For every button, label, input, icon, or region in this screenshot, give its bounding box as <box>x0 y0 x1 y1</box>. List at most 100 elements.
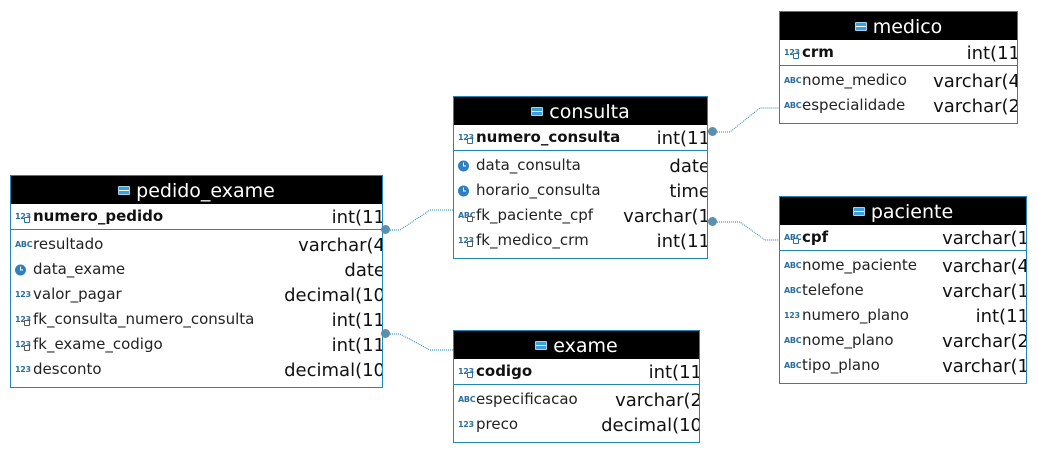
entity-consulta[interactable]: consulta 123 numero_consulta int(11 data… <box>453 96 708 259</box>
column-name: especificacao <box>476 390 578 408</box>
text-type-icon: ABC <box>458 210 476 222</box>
column-name: numero_pedido <box>33 207 164 225</box>
entity-title: consulta <box>549 101 630 123</box>
connector-dot[interactable] <box>708 127 717 136</box>
link-consulta-medico <box>713 107 780 133</box>
column-name: data_consulta <box>476 156 581 174</box>
column-type: int(11 <box>966 43 1018 64</box>
column-name: fk_paciente_cpf <box>476 206 593 224</box>
column-type: varchar(4 <box>933 71 1018 92</box>
column-name: cpf <box>802 228 829 246</box>
column-name: desconto <box>33 360 102 378</box>
column-type: varchar(4 <box>298 235 383 256</box>
column-type: int(11 <box>975 306 1027 327</box>
column-row[interactable]: data_consulta date <box>454 153 707 178</box>
column-name: telefone <box>802 281 864 299</box>
column-type: time <box>669 181 708 202</box>
column-name: crm <box>802 43 834 61</box>
column-type: varchar(1 <box>942 228 1027 249</box>
column-type: int(11 <box>331 207 383 228</box>
entity-title: paciente <box>870 201 954 223</box>
column-name: especialidade <box>802 96 906 114</box>
primary-key-row[interactable]: 123 numero_consulta int(11 <box>454 125 707 151</box>
column-name: codigo <box>476 362 533 380</box>
column-type: varchar(2 <box>942 331 1027 352</box>
entity-header: medico <box>780 12 1017 40</box>
text-type-icon: ABC <box>784 260 802 270</box>
entity-header: paciente <box>780 197 1026 225</box>
primary-key-row[interactable]: 123 numero_pedido int(11 <box>11 204 382 230</box>
column-type: varchar(2 <box>615 390 700 411</box>
text-type-icon: ABC <box>784 285 802 295</box>
text-type-icon: ABC <box>784 100 802 110</box>
column-type: varchar(4 <box>942 256 1027 277</box>
numeric-type-icon: 123 <box>458 132 474 144</box>
text-type-icon: ABC <box>784 75 802 85</box>
entity-title: pedido_exame <box>136 180 275 202</box>
connector-dot[interactable] <box>381 225 390 234</box>
column-type: int(11 <box>656 128 708 149</box>
column-name: nome_medico <box>802 71 907 89</box>
numeric-type-icon: 123 <box>458 235 474 247</box>
text-type-icon: ABC <box>784 360 802 370</box>
column-name: resultado <box>33 235 104 253</box>
numeric-type-icon: 123 <box>15 289 31 299</box>
column-name: valor_pagar <box>33 285 122 303</box>
column-name: nome_plano <box>802 331 894 349</box>
column-type: varchar(1 <box>942 356 1027 377</box>
table-icon <box>118 186 131 195</box>
column-row[interactable]: horario_consulta time <box>454 178 707 203</box>
clock-icon <box>15 264 26 275</box>
column-type: int(11 <box>331 335 383 356</box>
column-name: fk_consulta_numero_consulta <box>33 310 255 328</box>
column-type: int(11 <box>648 362 700 383</box>
entity-title: exame <box>553 335 618 357</box>
text-type-icon: ABC <box>784 335 802 345</box>
link-consulta-paciente <box>713 221 780 241</box>
entity-pedido-exame[interactable]: pedido_exame 123 numero_pedido int(11 AB… <box>10 175 383 388</box>
numeric-type-icon: 123 <box>784 310 800 320</box>
column-name: fk_medico_crm <box>476 231 589 249</box>
column-name: tipo_plano <box>802 356 880 374</box>
numeric-type-icon: 123 <box>458 419 474 429</box>
column-type: date <box>669 156 708 177</box>
column-type: varchar(1 <box>942 281 1027 302</box>
table-icon <box>852 207 865 216</box>
column-name: horario_consulta <box>476 181 601 199</box>
primary-key-row[interactable]: 123 codigo int(11 <box>454 359 699 385</box>
numeric-type-icon: 123 <box>784 47 800 59</box>
clock-icon <box>458 185 469 196</box>
column-type: date <box>344 260 383 281</box>
numeric-type-icon: 123 <box>15 339 31 351</box>
column-type: decimal(10 <box>284 360 383 381</box>
primary-key-row[interactable]: 123 crm int(11 <box>780 40 1017 66</box>
entity-header: pedido_exame <box>11 176 382 204</box>
connector-dot[interactable] <box>708 217 717 226</box>
clock-icon <box>458 160 469 171</box>
table-icon <box>854 22 867 31</box>
connector-dot[interactable] <box>381 329 390 338</box>
primary-key-row[interactable]: ABC cpf varchar(1 <box>780 225 1026 251</box>
table-icon <box>535 341 548 350</box>
column-type: decimal(10 <box>284 285 383 306</box>
